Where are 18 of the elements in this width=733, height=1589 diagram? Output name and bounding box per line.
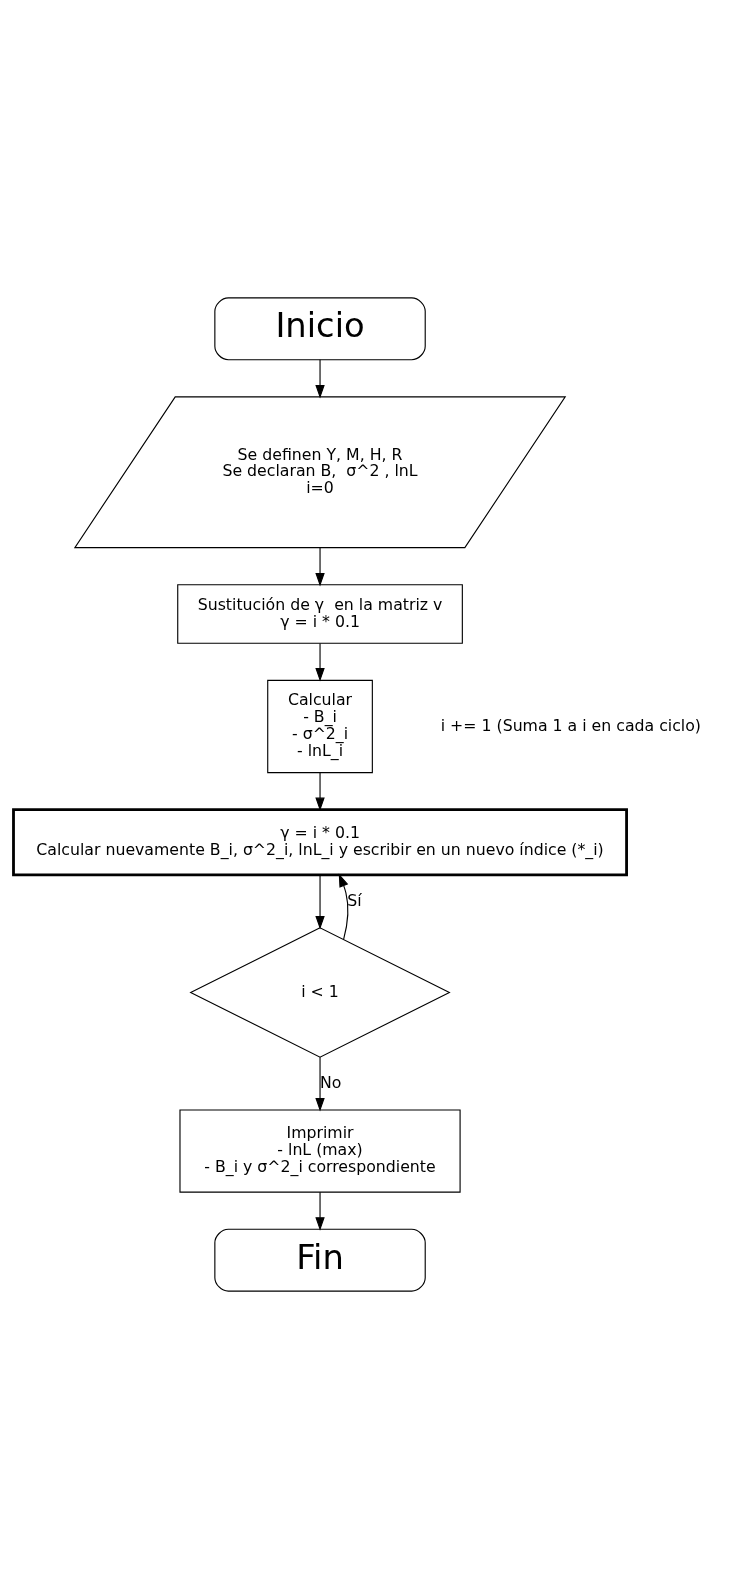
arrow [314,547,325,587]
node-box: Fin [213,1228,426,1292]
node-box: Sustitución de γ en la matriz v γ = i * 0.1 [176,584,463,644]
node-box: Calcular - B_i - σ^2_i - lnL_i [266,679,373,774]
label: i += 1 (Suma 1 a i en cada ciclo) [440,715,701,735]
edge-label: No [319,1072,341,1092]
edge-label: Sí [346,890,362,910]
arrow [314,772,325,812]
arrow [314,874,325,930]
node-diamond: i < 1 [188,927,451,1058]
arrow [314,1191,325,1231]
arrow [314,359,325,399]
arrow [338,873,348,940]
arrow [314,642,325,682]
node-box: γ = i * 0.1 Calcular nuevamente B_i, σ^2_i, lnL_i y escribir en un nuevo índice (*_i) [11,808,628,877]
node-box: Imprimir - lnL (max) - B_i y σ^2_i correspondiente [178,1109,461,1193]
arrow [314,1056,325,1112]
node-box: Inicio [213,297,426,361]
